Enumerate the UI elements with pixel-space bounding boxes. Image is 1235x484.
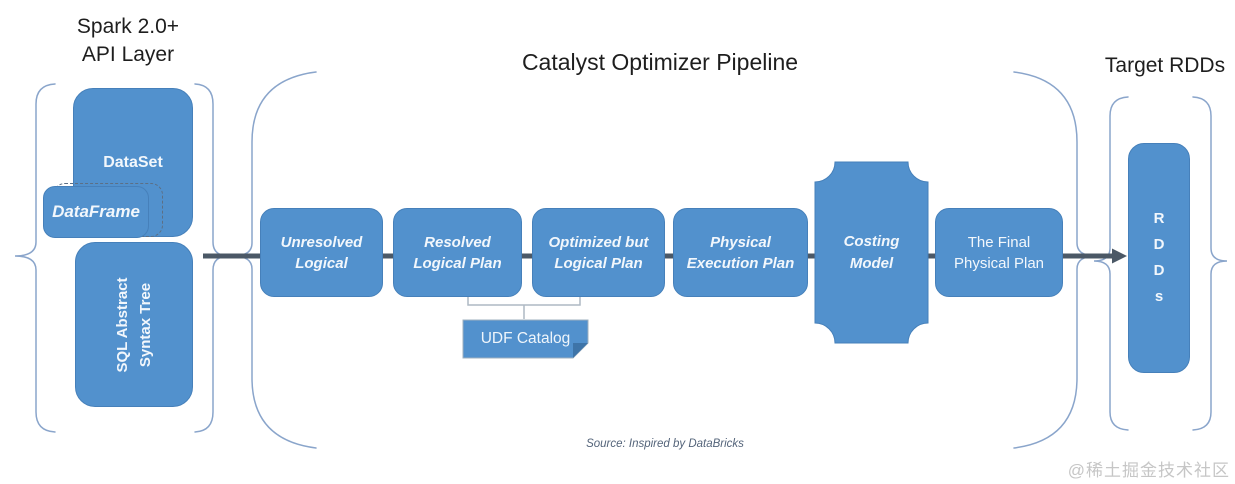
dataframe-label: DataFrame <box>52 202 140 221</box>
dataset-label: DataSet <box>103 153 163 171</box>
watermark: @稀土掘金技术社区 <box>1067 461 1230 480</box>
node-unresolved-logical: Unresolved Logical <box>260 208 383 297</box>
source-credit: Source: Inspired by DataBricks <box>586 438 744 450</box>
target-rdds-left-brace <box>1093 96 1129 431</box>
sql-ast-box <box>75 242 193 407</box>
target-rdds-title: Target RDDs <box>1104 54 1226 77</box>
rdds-label: R D D s <box>1153 210 1165 305</box>
node-label: Optimized but Logical Plan <box>548 233 649 272</box>
node-label: Physical Execution Plan <box>686 233 795 272</box>
udf-catalog-bracket <box>467 297 581 319</box>
node-optimized-but-logical-plan: Optimized but Logical Plan <box>532 208 665 297</box>
udf-catalog-fold-icon <box>573 343 588 358</box>
node-label: Resolved Logical Plan <box>413 233 502 272</box>
sql-ast-label-line2: Syntax Tree <box>137 282 154 368</box>
dataframe-box: DataFrame <box>43 186 149 238</box>
sql-ast-label-line1: SQL Abstract <box>114 277 131 373</box>
node-label: The Final Physical Plan <box>953 233 1045 272</box>
arrow-head-icon <box>1112 248 1127 264</box>
pipeline-title: Catalyst Optimizer Pipeline <box>521 49 799 75</box>
rdds-box: R D D s <box>1128 143 1190 373</box>
api-layer-title: Spark 2.0+ API Layer <box>28 13 228 69</box>
node-resolved-logical-plan: Resolved Logical Plan <box>393 208 522 297</box>
api-layer-title-line2: API Layer <box>81 43 175 66</box>
node-physical-execution-plan: Physical Execution Plan <box>673 208 808 297</box>
udf-catalog-label: UDF Catalog <box>480 330 571 347</box>
api-layer-left-brace <box>14 83 56 433</box>
node-the-final-physical-plan: The Final Physical Plan <box>935 208 1063 297</box>
target-rdds-right-brace <box>1192 96 1228 431</box>
costing-model-shape <box>814 161 929 344</box>
node-label: Unresolved Logical <box>280 233 363 272</box>
sql-ast-label: SQL Abstract Syntax Tree <box>110 245 158 405</box>
node-costing-model-label: Costing Model <box>843 232 900 272</box>
api-layer-title-line1: Spark 2.0+ <box>76 15 180 38</box>
